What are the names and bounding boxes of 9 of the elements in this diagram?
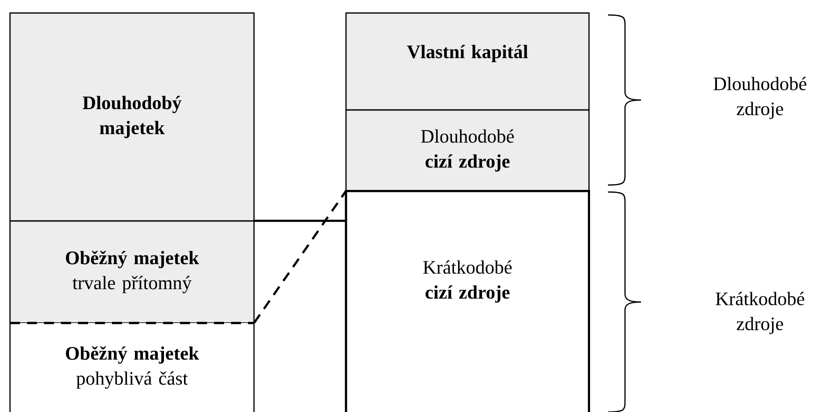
side-label: Dlouhodobé zdroje: [714, 76, 806, 120]
connector-line: [253, 190, 347, 324]
side-label: Krátkodobé zdroje: [716, 292, 804, 334]
balance-box: Oběžný majetek pohyblivá část: [9, 322, 255, 412]
connector-line: [254, 220, 346, 222]
balance-box: Vlastní kapitál: [345, 12, 590, 111]
balance-box: Krátkodobé cizí zdroje: [344, 190, 590, 412]
balance-box: Dlouhodobé cizí zdroje: [345, 109, 590, 192]
balance-box: Oběžný majetek trvale přítomný: [9, 220, 255, 324]
